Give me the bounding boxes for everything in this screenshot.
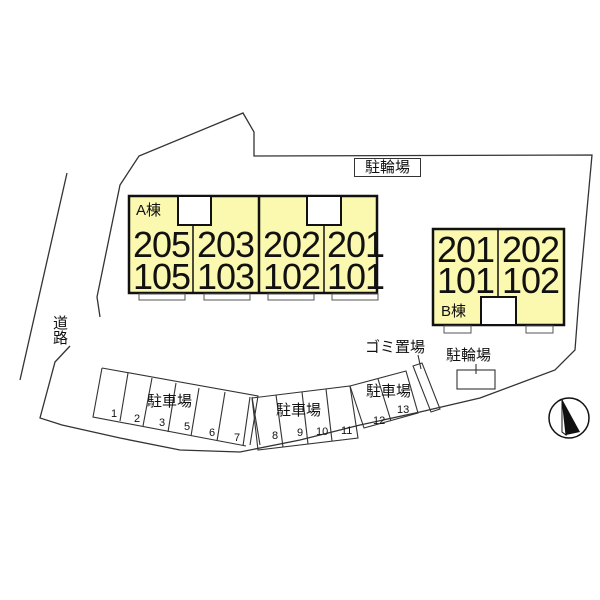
building-a-label: A棟 [136,202,162,219]
site-boundary [39,112,593,453]
unit-lower: 102 [263,256,321,297]
balcony [138,293,186,301]
parking-lot-3-label: 駐車場 [366,382,412,400]
stall-number: 3 [159,417,166,429]
stall-number: 8 [272,430,279,442]
stall-number: 11 [341,425,353,437]
bicycle-parking-right-shape [456,364,496,390]
unit-lower: 102 [502,260,560,301]
stall-number: 9 [297,427,304,439]
balcony [443,325,472,334]
parking-lot-3 [349,370,419,429]
parking-lot-1-label: 駐車場 [147,392,193,410]
balcony [525,325,554,334]
unit-upper: 201 [437,229,495,270]
north-arrow-icon [548,397,590,439]
stall-number: 6 [209,427,216,439]
stall-number: 12 [373,415,386,427]
garbage-area [412,354,441,413]
stall-number: 10 [316,426,329,438]
entrance-a2 [306,195,342,226]
unit-upper: 203 [197,224,255,265]
road-edge [19,172,68,381]
road-label: 道路 [51,315,69,345]
building-a [127,194,379,301]
balcony [267,293,315,301]
stall-number: 1 [111,408,118,420]
unit-upper: 201 [327,224,385,265]
building-b [431,227,566,334]
bicycle-parking-right-label: 駐輪場 [446,346,492,364]
unit-upper: 202 [263,224,321,265]
balcony [203,293,251,301]
entrance-a1 [177,195,212,226]
unit-lower: 105 [133,256,191,297]
stall-number: 2 [134,413,141,425]
entrance-b [480,296,517,326]
unit-lower: 101 [327,256,385,297]
unit-upper: 205 [133,224,191,265]
stall-number: 13 [397,404,410,416]
parking-lot-2 [251,385,359,451]
stall-number: 5 [184,421,191,433]
garbage-label: ゴミ置場 [365,338,426,356]
parking-lot-2-label: 駐車場 [276,401,322,419]
stall-number: 7 [234,432,241,444]
building-b-label: B棟 [441,303,467,320]
balcony [331,293,379,301]
unit-lower: 101 [437,260,495,301]
bicycle-parking-top-label: 駐輪場 [354,158,422,177]
unit-lower: 103 [197,256,255,297]
unit-upper: 202 [502,229,560,270]
